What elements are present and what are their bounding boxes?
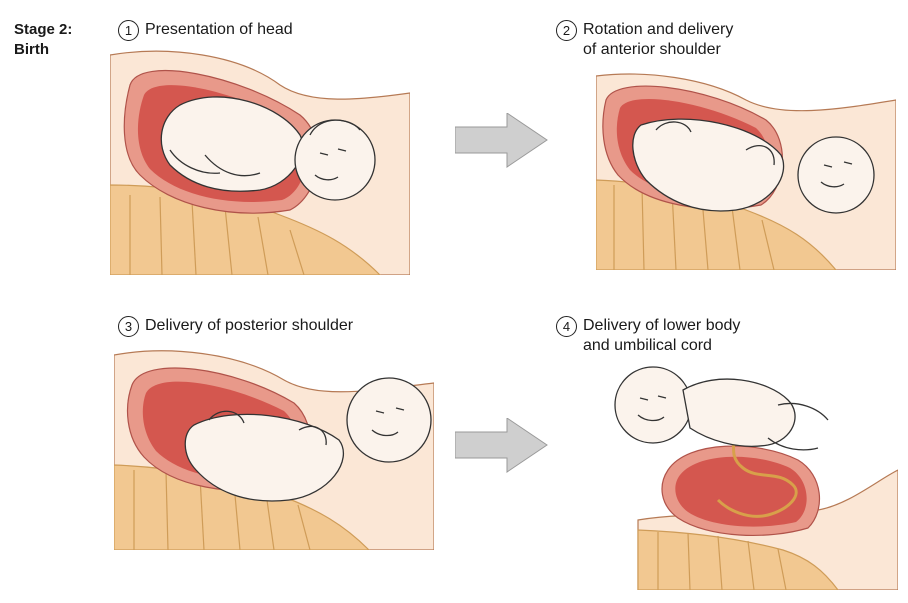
arrow-step-1-to-2	[454, 112, 550, 173]
step-3-text-line-1: Delivery of posterior shoulder	[145, 317, 354, 334]
step-2-label: 2 Rotation and delivery of anterior shou…	[556, 20, 733, 60]
stage-title-line-2: Birth	[14, 41, 49, 58]
step-2-illustration	[596, 70, 896, 270]
step-1-illustration	[110, 45, 410, 275]
step-4-number: 4	[556, 316, 577, 337]
step-2-number: 2	[556, 20, 577, 41]
fetus	[632, 118, 875, 214]
arrow-step-3-to-4	[454, 417, 550, 478]
stage-title: Stage 2: Birth	[14, 20, 72, 60]
step-4-label: 4 Delivery of lower body and umbilical c…	[556, 316, 740, 356]
fetus	[184, 377, 432, 502]
step-1-label: 1 Presentation of head	[118, 20, 293, 41]
step-1-text-line-1: Presentation of head	[145, 21, 293, 38]
newborn	[614, 366, 829, 451]
uterus-inner	[675, 456, 807, 527]
step-3-number: 3	[118, 316, 139, 337]
step-4-illustration	[608, 360, 898, 590]
fetus	[160, 96, 376, 201]
step-1-number: 1	[118, 20, 139, 41]
stage-title-line-1: Stage 2:	[14, 21, 73, 38]
step-3-illustration	[114, 345, 434, 550]
step-3-label: 3 Delivery of posterior shoulder	[118, 316, 353, 337]
umbilical-cord	[716, 419, 798, 518]
step-4-text-line-1: Delivery of lower body	[583, 317, 741, 334]
step-2-text-line-2: of anterior shoulder	[583, 41, 721, 58]
step-2-text-line-1: Rotation and delivery	[583, 21, 734, 38]
step-4-text-line-2: and umbilical cord	[583, 337, 712, 354]
